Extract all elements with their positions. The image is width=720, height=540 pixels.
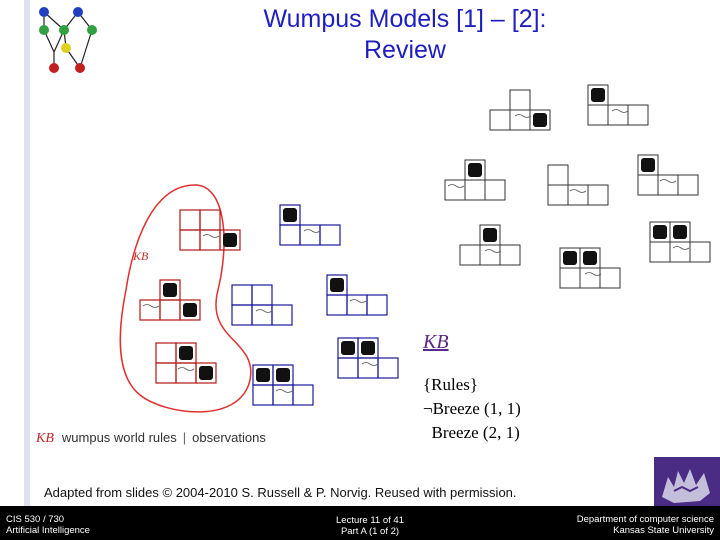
figure-legend: KB wumpus world rules | observations (36, 430, 266, 447)
kansas-state-logo (654, 457, 720, 511)
kb-rule-1: {Rules} (423, 375, 479, 394)
footer-course-title: Artificial Intelligence (6, 525, 90, 536)
legend-rules: wumpus world rules (61, 430, 177, 445)
title-line-1: Wumpus Models [1] – [2]: (263, 5, 547, 33)
left-margin (0, 0, 30, 540)
wumpus-models-figure: KB (119, 84, 711, 413)
footer-lecture: Lecture 11 of 41 Part A (1 of 2) (300, 515, 440, 537)
footer-course-number: CIS 530 / 730 (6, 514, 65, 525)
footer-course: CIS 530 / 730 Artificial Intelligence (6, 514, 90, 536)
wildcat-icon (662, 469, 710, 503)
kb-rules-list: {Rules} ¬Breeze (1, 1) Breeze (2, 1) (423, 373, 521, 445)
kb-region-label: KB (132, 249, 149, 263)
footer-bar: CIS 530 / 730 Artificial Intelligence Le… (0, 506, 720, 540)
kb-rule-2: ¬Breeze (1, 1) (423, 399, 521, 418)
kb-region-outline (119, 184, 252, 413)
footer-university: Kansas State University (613, 525, 714, 536)
footer-department-name: Department of computer science (576, 514, 714, 525)
title-line-2: Review (364, 36, 446, 64)
kb-rule-3: Breeze (2, 1) (423, 423, 520, 442)
page-title: Wumpus Models [1] – [2]: Review (180, 4, 630, 66)
left-accent-bar (24, 0, 30, 540)
attribution-text: Adapted from slides © 2004-2010 S. Russe… (44, 485, 517, 500)
legend-observations: observations (192, 430, 266, 445)
footer-lecture-part: Part A (1 of 2) (340, 526, 400, 537)
logo-network-icon (39, 7, 97, 73)
footer-lecture-number: Lecture 11 of 41 (336, 515, 404, 526)
legend-kb: KB (36, 431, 54, 446)
footer-department: Department of computer science Kansas St… (577, 514, 714, 536)
kb-heading: KB (423, 331, 449, 353)
legend-separator: | (182, 430, 187, 445)
